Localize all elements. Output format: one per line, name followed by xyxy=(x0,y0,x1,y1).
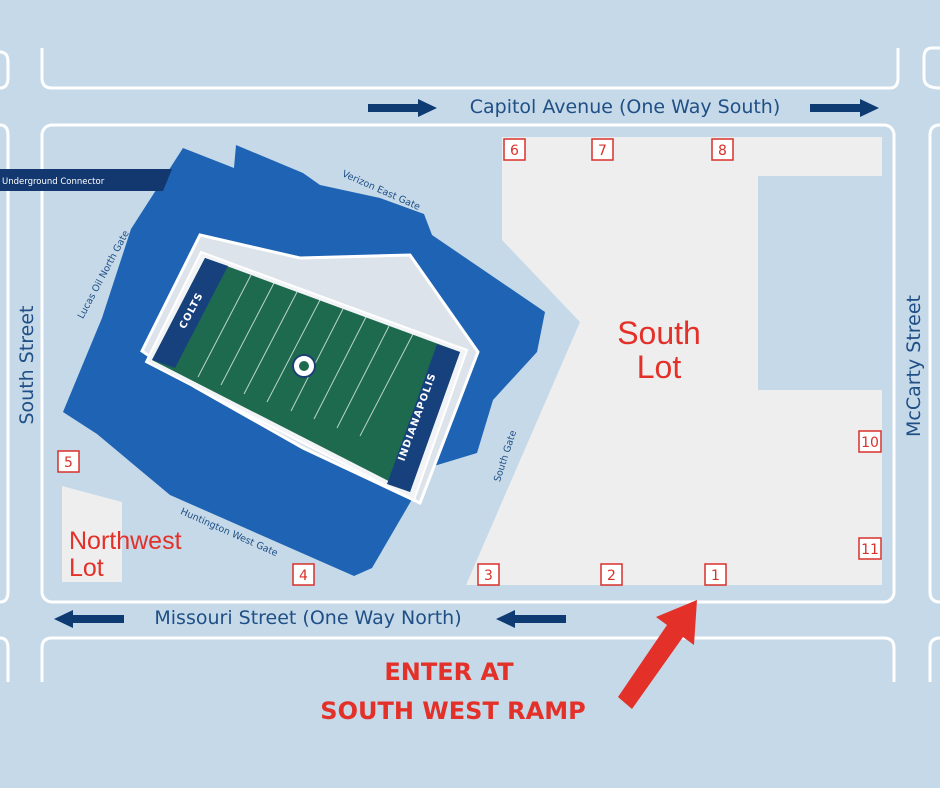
northwest-lot-label-line1: Northwest xyxy=(69,527,182,555)
missouri-street-label: Missouri Street (One Way North) xyxy=(154,607,461,629)
stadium-block-curb xyxy=(40,123,896,604)
east-curb-bottom xyxy=(928,636,940,682)
capitol-north-curb xyxy=(40,48,900,90)
south-lot-label-line1: South xyxy=(617,315,701,351)
south-endzone xyxy=(387,344,460,492)
gate-number-5-label: 5 xyxy=(64,455,73,471)
south-street-label: South Street xyxy=(16,306,38,425)
gate-number-4[interactable]: 4 xyxy=(292,563,315,586)
gate-number-4-label: 4 xyxy=(299,568,308,584)
west-curb-bottom xyxy=(0,636,10,682)
west-curb-top xyxy=(0,50,10,90)
stadium: COLTS INDIANAPOLIS xyxy=(63,145,545,576)
gate-number-7-label: 7 xyxy=(598,143,607,159)
east-curb-mid xyxy=(928,123,940,604)
entrance-arrow-icon xyxy=(618,600,697,709)
gate-number-8-label: 8 xyxy=(718,143,727,159)
underground-connector-label: Underground Connector xyxy=(2,177,105,187)
one-way-arrows xyxy=(54,99,879,628)
underground-connector xyxy=(0,169,172,191)
east-curb-top xyxy=(922,46,940,90)
west-curb-mid xyxy=(0,123,10,604)
missouri-south-curb xyxy=(40,636,896,682)
gate-number-7[interactable]: 7 xyxy=(591,138,614,161)
north-endzone xyxy=(152,258,228,368)
gate-number-5[interactable]: 5 xyxy=(57,450,80,473)
gate-number-10[interactable]: 10 xyxy=(858,430,882,453)
gate-number-6[interactable]: 6 xyxy=(503,138,526,161)
entrance-label-line2: SOUTH WEST RAMP xyxy=(320,697,585,725)
colts-horseshoe-logo xyxy=(292,354,316,378)
gate-number-1[interactable]: 1 xyxy=(704,563,727,586)
northwest-lot-area xyxy=(62,486,122,582)
entrance-label-line1: ENTER AT xyxy=(384,658,514,686)
gate-number-11-label: 11 xyxy=(861,542,879,558)
gate-number-3-label: 3 xyxy=(484,568,493,584)
gate-number-2-label: 2 xyxy=(607,568,616,584)
gate-number-6-label: 6 xyxy=(510,143,519,159)
south-lot-label-line2: Lot xyxy=(637,349,682,385)
gate-number-10-label: 10 xyxy=(861,435,879,451)
gate-number-11[interactable]: 11 xyxy=(858,537,882,560)
south-lot-area xyxy=(466,137,882,585)
capitol-arrow-right-icon xyxy=(810,99,879,117)
road-outlines xyxy=(0,46,940,682)
gate-number-2[interactable]: 2 xyxy=(600,563,623,586)
missouri-arrow-right-icon xyxy=(496,610,566,628)
capitol-avenue-label: Capitol Avenue (One Way South) xyxy=(470,96,781,118)
missouri-arrow-left-icon xyxy=(54,610,124,628)
gate-number-8[interactable]: 8 xyxy=(711,138,734,161)
mccarty-street-label: McCarty Street xyxy=(903,295,925,437)
capitol-arrow-left-icon xyxy=(368,99,437,117)
gate-number-markers: 1 2 3 4 5 6 7 8 10 11 xyxy=(57,138,882,586)
gate-number-3[interactable]: 3 xyxy=(477,563,500,586)
yard-lines xyxy=(197,274,414,437)
northwest-lot-label-line2: Lot xyxy=(69,554,104,582)
gate-number-1-label: 1 xyxy=(711,568,720,584)
